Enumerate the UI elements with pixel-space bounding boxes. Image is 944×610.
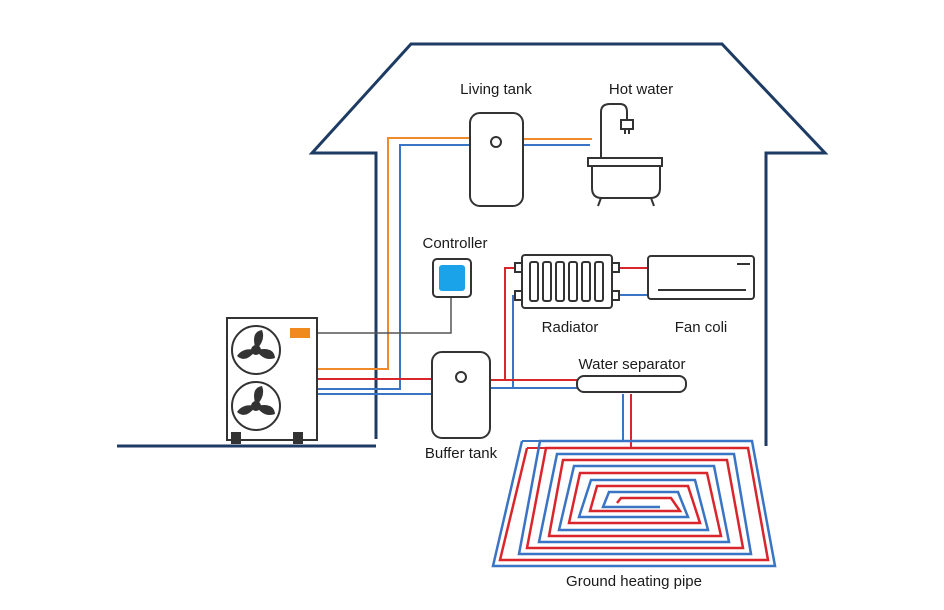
manifold-icon — [576, 375, 687, 393]
buffer-tank-label: Buffer tank — [425, 445, 498, 462]
hot-water-label: Hot water — [609, 81, 673, 98]
buffer-supply-pipes — [318, 378, 432, 395]
thermostat-controller-icon — [432, 258, 472, 298]
bathtub-shower-icon — [587, 103, 663, 207]
controller-wire — [318, 297, 452, 334]
controller-label: Controller — [422, 235, 487, 252]
heat-pump-unit-icon — [226, 317, 318, 444]
radiator-icon — [514, 254, 620, 309]
living-tank-label: Living tank — [460, 81, 532, 98]
ground-heating-pipe-label: Ground heating pipe — [566, 573, 702, 590]
house-outline — [117, 42, 829, 448]
radiator-label: Radiator — [542, 319, 599, 336]
floor-heating-coil-icon — [491, 439, 777, 568]
wall-mounted-ac-icon — [647, 255, 755, 300]
buffer-tank-icon — [431, 351, 491, 439]
living-tank-pipes — [318, 137, 592, 390]
water-separator-label: Water separator — [579, 356, 686, 373]
fan-coil-label: Fan coli — [675, 319, 728, 336]
water-tank-icon — [469, 112, 524, 207]
